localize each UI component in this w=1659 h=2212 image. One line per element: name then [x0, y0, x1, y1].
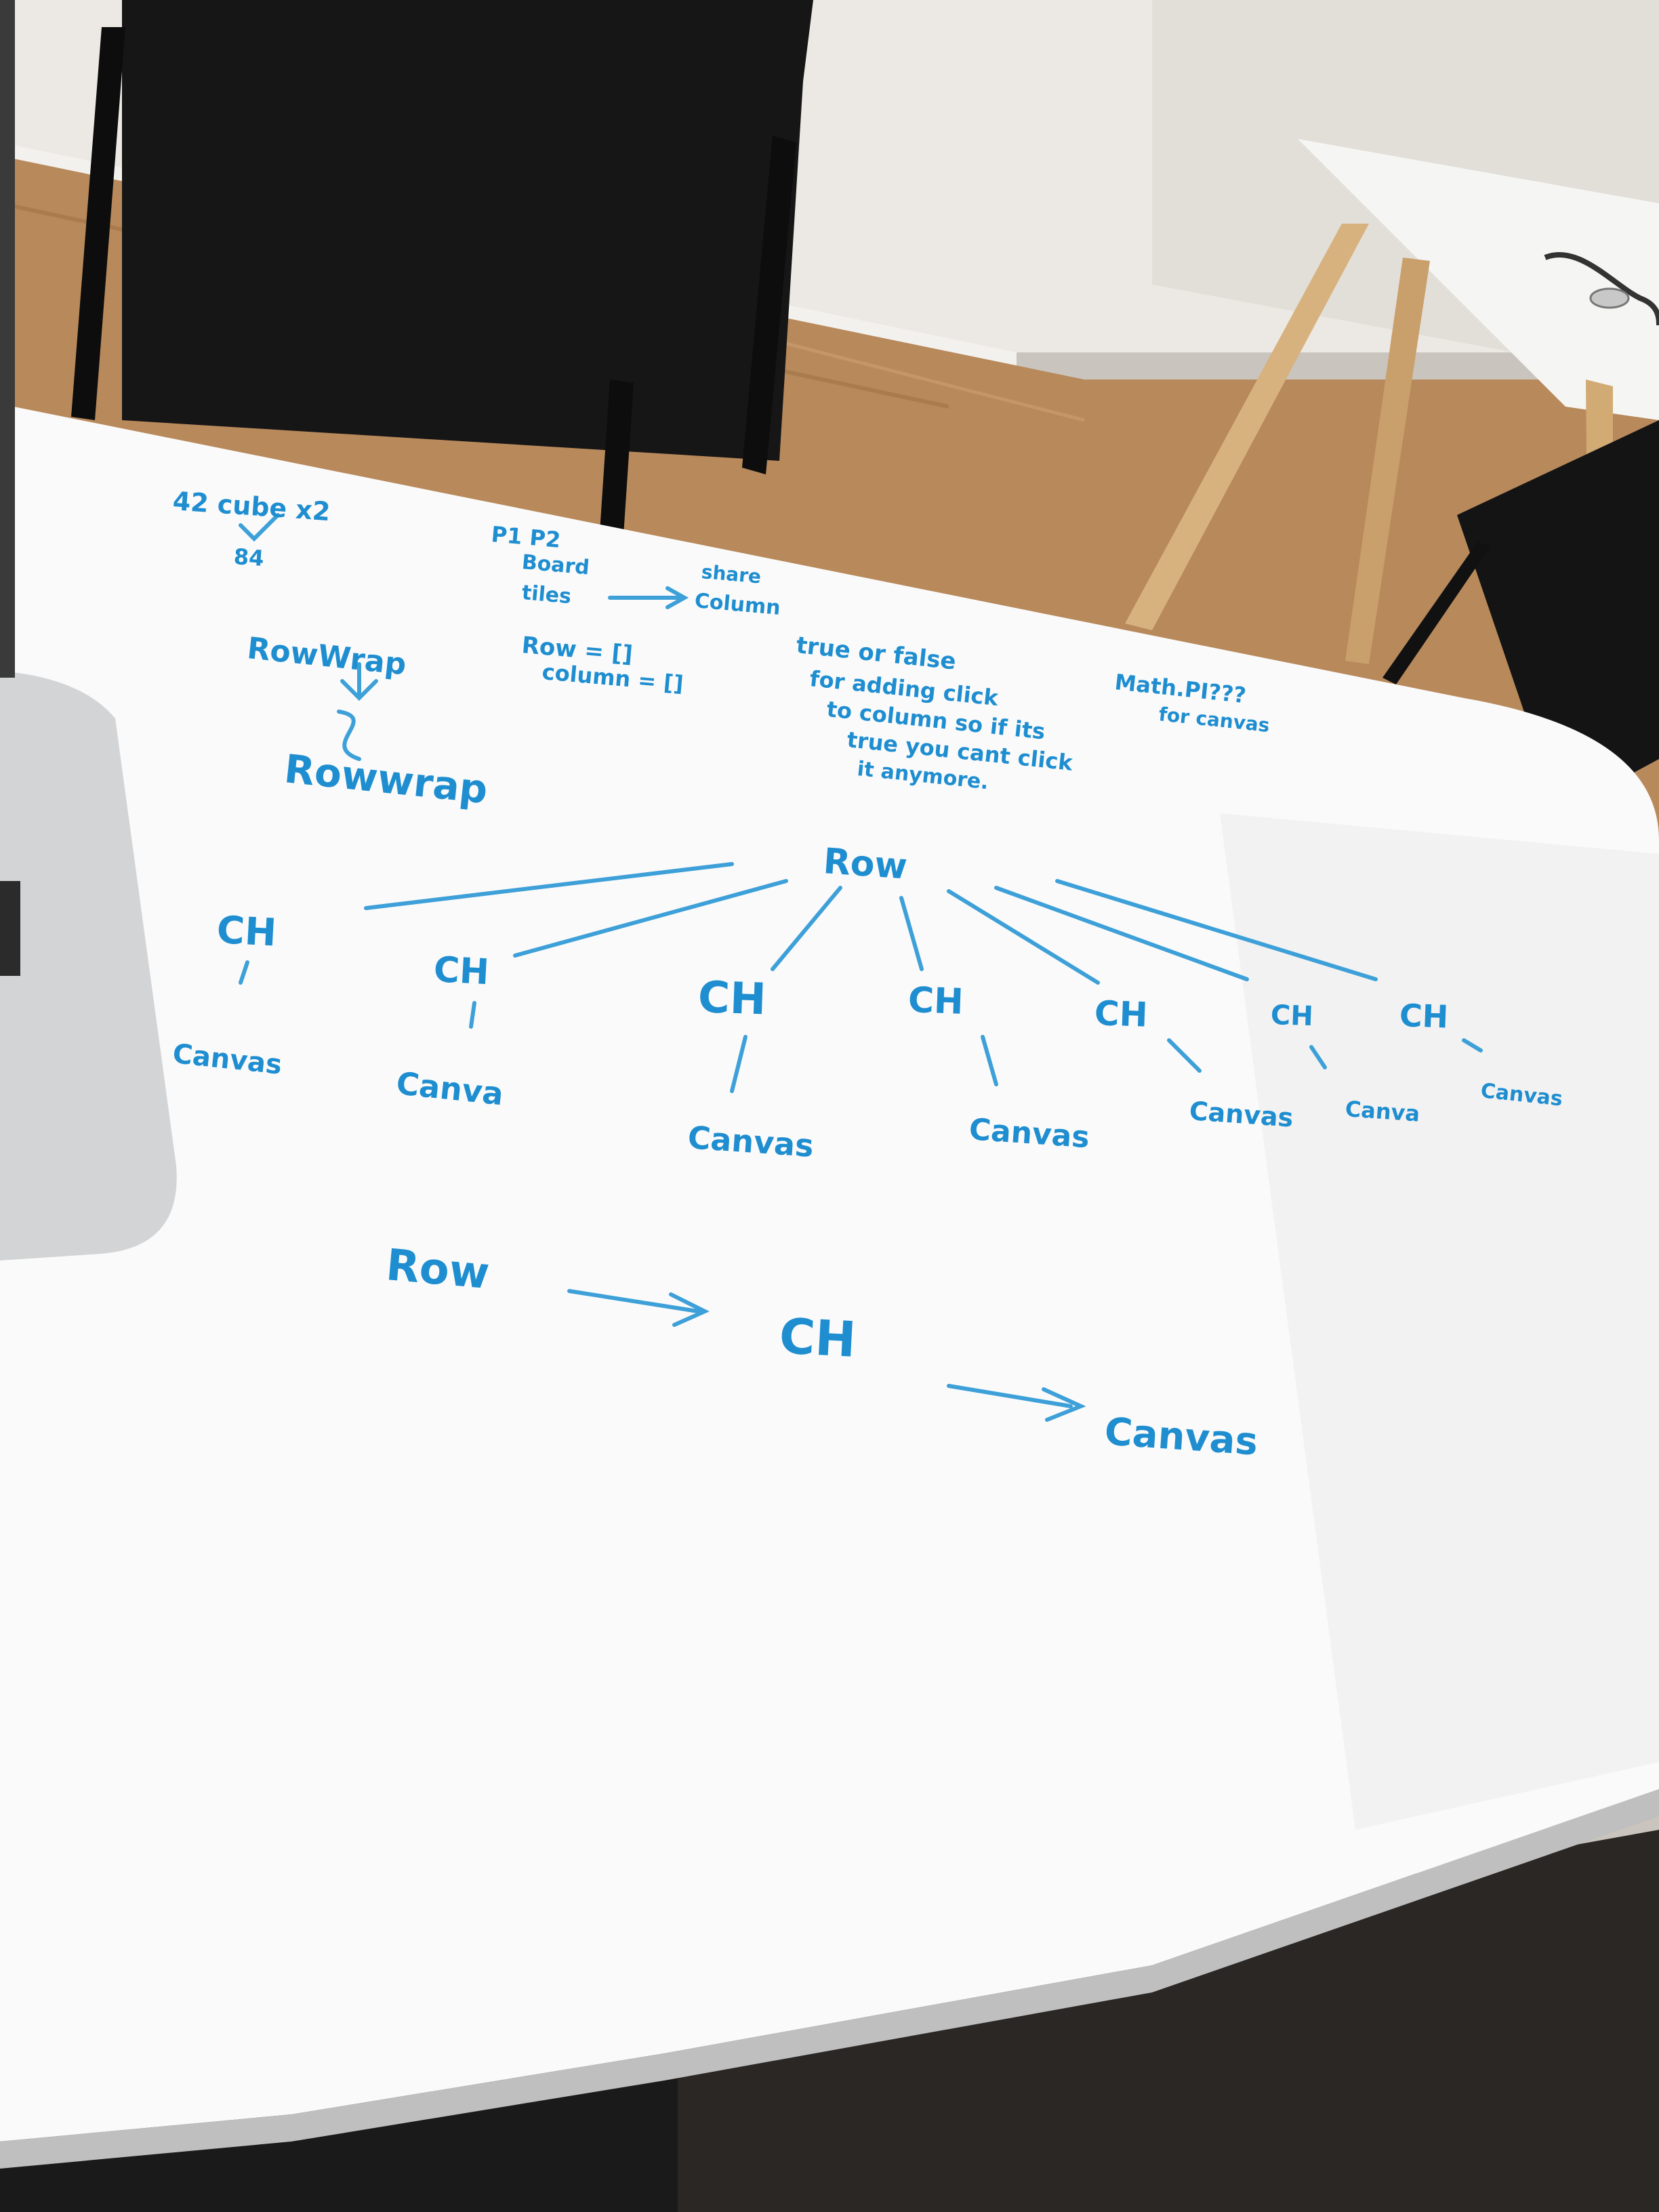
tree-root-row: Row: [821, 841, 909, 888]
tree-line: [771, 886, 842, 971]
flow-arrow-1: [567, 1289, 710, 1327]
chair-leg: [600, 380, 634, 535]
cable-on-table: [1544, 251, 1659, 326]
note-list-2: Board: [520, 550, 591, 580]
cable-clip: [1589, 287, 1630, 309]
flow-ch: CH: [777, 1307, 858, 1368]
table-edge-shadow: [0, 1789, 1659, 2169]
flow-row: Row: [384, 1240, 492, 1300]
tree-stem: [1167, 1038, 1202, 1073]
tree-ch-2: CH: [432, 949, 491, 994]
note-list-3: tiles: [520, 581, 573, 609]
tree-stem: [469, 1001, 476, 1029]
laptop-screen-edge: [0, 0, 15, 678]
tree-stem: [1462, 1038, 1483, 1052]
tree-leaf-4: Canvas: [968, 1112, 1091, 1155]
chair-back: [122, 0, 813, 461]
side-table-leg: [1345, 258, 1430, 664]
rowwrap-arrow: [340, 662, 378, 701]
tree-line: [994, 886, 1249, 981]
tree-stem: [981, 1035, 998, 1086]
tiles-arrow: [608, 586, 689, 609]
tree-line: [513, 879, 788, 958]
tree-lines: [239, 513, 1483, 1422]
laptop-keys: [0, 881, 20, 976]
note-shared: share: [700, 560, 762, 588]
laptop: [0, 671, 177, 1261]
flow-arrow-2: [947, 1384, 1086, 1422]
side-table-leg: [1125, 224, 1369, 630]
chair-right-leg: [1382, 542, 1491, 684]
chair-right: [1457, 420, 1659, 813]
note-top-left-2: 84: [232, 544, 265, 572]
tree-ch-5: CH: [1093, 994, 1149, 1035]
tree-ch-6: CH: [1270, 1000, 1314, 1033]
tree-leaf-5: Canvas: [1188, 1096, 1294, 1133]
check-mark: [239, 513, 280, 542]
tree-line: [947, 889, 1100, 985]
tree-stem: [730, 1035, 747, 1093]
tree-leaf-6: Canva: [1344, 1096, 1421, 1127]
side-table-top: [1298, 139, 1659, 420]
tree-line: [1055, 879, 1378, 981]
tree-line: [899, 896, 924, 971]
chair-frame: [742, 136, 796, 474]
flow-canvas: Canvas: [1103, 1410, 1260, 1465]
tree-ch-1: CH: [216, 908, 278, 956]
tree-leaf-3: Canvas: [687, 1119, 815, 1164]
chair-frame: [71, 27, 125, 420]
tree-ch-3: CH: [697, 972, 767, 1025]
tree-stem: [1309, 1045, 1327, 1069]
floor-plank-bottom: [678, 1830, 1659, 2212]
note-list-1: P1 P2: [490, 521, 562, 553]
rowwrap-squiggle: [337, 710, 361, 761]
tree-line: [364, 862, 734, 910]
tree-stem: [239, 960, 249, 985]
tree-ch-4: CH: [907, 980, 964, 1023]
table-shading: [1220, 813, 1659, 1830]
tree-ch-7: CH: [1399, 997, 1450, 1036]
